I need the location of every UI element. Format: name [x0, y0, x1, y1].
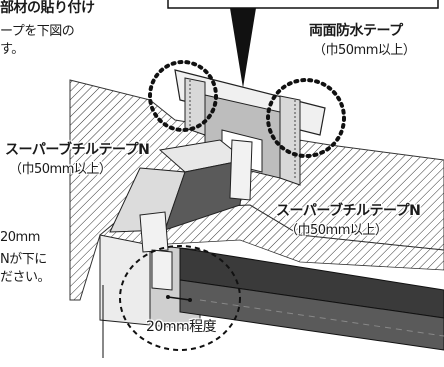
waterproof-tape-label: 両面防水テープ: [309, 23, 403, 39]
duct-horizontal-top: [179, 247, 444, 319]
overlap-circle: [119, 245, 241, 351]
note-line-3: ださい。: [0, 270, 51, 285]
intro-line-2: す。: [0, 42, 24, 57]
butyl-strip-upper: [229, 139, 253, 201]
butyl-tape-left-width: （巾50mm以上）: [9, 162, 112, 177]
intro-line-1: ープを下図の: [0, 24, 75, 39]
tape-left-flap: [184, 77, 206, 136]
note-line-2: Nが下に: [0, 252, 47, 267]
butyl-tape-right-label: スーパーブチルテープN: [276, 203, 421, 219]
butyl-strip-lower: [151, 249, 173, 291]
tape-right-flap: [279, 95, 301, 186]
butyl-tape-left-label: スーパーブチルテープN: [5, 142, 150, 158]
butyl-tape-right-width: （巾50mm以上）: [285, 223, 388, 238]
section-heading: 部材の貼り付け: [0, 0, 95, 16]
highlight-circle-right: [266, 78, 346, 158]
duct-elbow-side: [164, 159, 246, 231]
top-frame: [167, 0, 439, 9]
down-arrow: [230, 8, 256, 88]
highlight-circle-left: [148, 60, 218, 132]
note-line-1: 20mm: [0, 230, 40, 245]
duct-horizontal-side: [179, 279, 444, 351]
waterproof-tape-width: （巾50mm以上）: [313, 43, 416, 58]
butyl-strip-left: [139, 211, 169, 253]
overlap-label: 20mm程度: [146, 319, 217, 335]
